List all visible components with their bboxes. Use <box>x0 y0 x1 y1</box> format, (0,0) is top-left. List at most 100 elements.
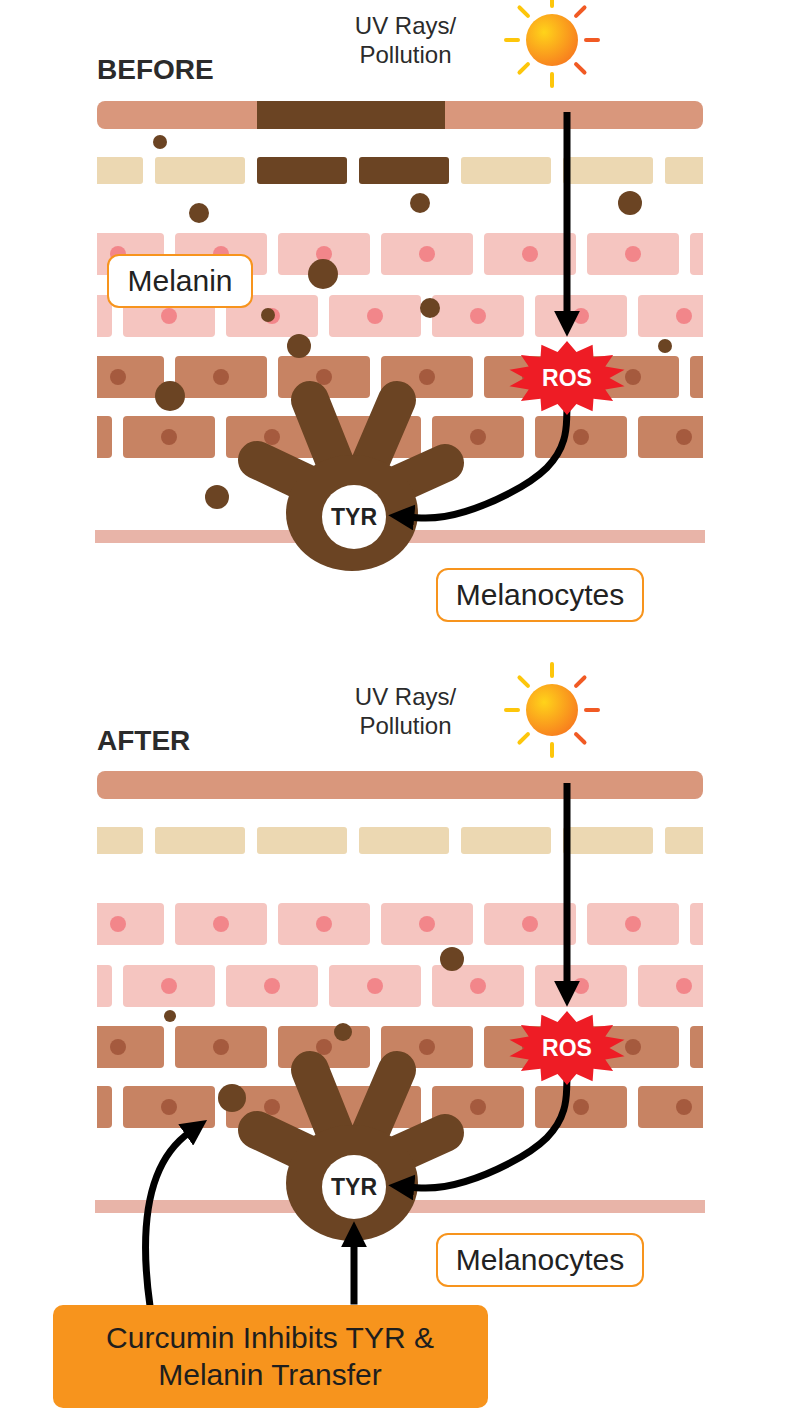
starburst-outline <box>509 1011 624 1085</box>
cell-nucleus <box>470 308 486 324</box>
skin-cell <box>535 416 627 458</box>
skin-section <box>20 0 800 571</box>
cell-nucleus <box>470 429 486 445</box>
skin-cell <box>97 965 112 1007</box>
sun-ray <box>519 677 527 685</box>
cell-nucleus <box>264 429 280 445</box>
label-box: Melanin <box>107 254 252 308</box>
cell-nucleus <box>470 1099 486 1115</box>
sun-ray <box>576 734 584 742</box>
skin-cell <box>97 827 143 854</box>
label-box: Melanocytes <box>436 568 644 622</box>
skin-cell <box>563 827 653 854</box>
cell-nucleus <box>573 1099 589 1115</box>
sun-ray <box>576 64 584 72</box>
tyr-circle: TYR <box>322 1155 386 1219</box>
melanocyte-body <box>286 1125 418 1241</box>
sun-icon <box>526 684 578 736</box>
cell-nucleus <box>161 308 177 324</box>
skin-cell <box>432 965 524 1007</box>
ros-text: ROS <box>542 365 592 392</box>
skin-cell <box>690 1026 703 1068</box>
melanin-granule <box>618 191 642 215</box>
skin-cell <box>329 965 421 1007</box>
cell-nucleus <box>573 429 589 445</box>
skin-cell <box>535 295 627 337</box>
cell-nucleus <box>573 978 589 994</box>
skin-cell <box>665 157 703 184</box>
skin-cell <box>563 157 653 184</box>
skin-cell <box>484 903 576 945</box>
transfer-arrow <box>146 1132 190 1306</box>
skin-cell <box>175 356 267 398</box>
skin-cell <box>123 416 215 458</box>
sun-ray <box>550 0 554 6</box>
sun-ray <box>586 38 598 42</box>
cell-nucleus <box>367 978 383 994</box>
sun-ray <box>506 38 518 42</box>
node-text: Melanocytes <box>456 1243 624 1277</box>
skin-surface <box>97 771 703 799</box>
skin-cell <box>123 1086 215 1128</box>
tyr-circle: TYR <box>322 485 386 549</box>
cell-nucleus <box>676 978 692 994</box>
melanin-granule <box>334 1023 352 1041</box>
melanin-granule <box>261 308 275 322</box>
skin-cell <box>175 1026 267 1068</box>
melanin-granule <box>153 135 167 149</box>
cell-nucleus <box>625 1039 641 1055</box>
connector-arrow <box>409 409 567 518</box>
cell-nucleus <box>419 246 435 262</box>
cell-nucleus <box>110 1039 126 1055</box>
label-box: Melanocytes <box>436 1233 644 1287</box>
skin-cell <box>381 233 473 275</box>
melanin-granule <box>287 334 311 358</box>
skin-section <box>20 664 800 1241</box>
melanin-granule <box>308 259 338 289</box>
skin-cell <box>257 157 347 184</box>
source-label: UV Rays/ Pollution <box>338 12 473 70</box>
skin-surface <box>97 101 703 129</box>
melanin-granule <box>164 1010 176 1022</box>
sun-ray <box>550 664 554 676</box>
skin-cell <box>257 827 347 854</box>
ros-burst: ROS <box>508 341 626 415</box>
skin-cell <box>123 965 215 1007</box>
cell-nucleus <box>213 916 229 932</box>
cell-nucleus <box>522 916 538 932</box>
panel-title: BEFORE <box>97 53 214 87</box>
melanin-granule <box>189 203 209 223</box>
cell-nucleus <box>316 916 332 932</box>
skin-cell <box>226 965 318 1007</box>
melanin-granule <box>410 193 430 213</box>
cell-nucleus <box>161 978 177 994</box>
sun-ray <box>519 7 527 15</box>
melanin-granule <box>658 339 672 353</box>
skin-cell <box>587 233 679 275</box>
skin-cell <box>381 903 473 945</box>
cell-nucleus <box>676 308 692 324</box>
callout-box: Curcumin Inhibits TYR & Melanin Transfer <box>53 1305 488 1408</box>
skin-cell <box>638 295 703 337</box>
sun-ray <box>506 708 518 712</box>
sun-ray <box>576 677 584 685</box>
cell-nucleus <box>470 978 486 994</box>
panel-title: AFTER <box>97 724 190 758</box>
enzyme-text: TYR <box>331 504 377 531</box>
cell-nucleus <box>419 369 435 385</box>
skin-cell <box>690 233 703 275</box>
cell-nucleus <box>316 369 332 385</box>
melanin-granule <box>440 947 464 971</box>
skin-cell <box>484 233 576 275</box>
sun-ray <box>550 744 554 756</box>
skin-cell <box>665 827 703 854</box>
skin-cell <box>638 1086 703 1128</box>
sun-ray <box>576 7 584 15</box>
cell-nucleus <box>264 1099 280 1115</box>
skin-cell <box>587 903 679 945</box>
source-label: UV Rays/ Pollution <box>338 683 473 741</box>
skin-cell <box>535 965 627 1007</box>
sun-ray <box>519 734 527 742</box>
skin-cell <box>690 903 703 945</box>
